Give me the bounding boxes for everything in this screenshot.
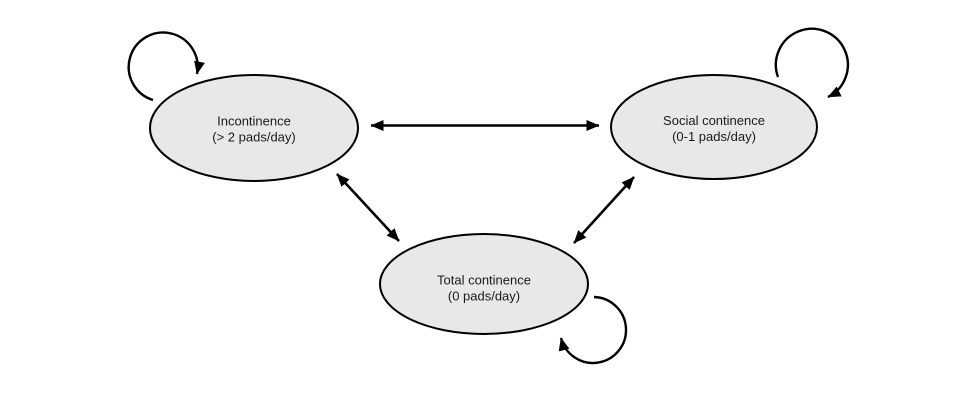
self-loop-total-arrow [558, 295, 628, 365]
total-continence-label-line2: (0 pads/day) [448, 289, 520, 304]
self-loop-incontinence-arrow [127, 31, 205, 102]
total-continence-label-line1: Total continence [437, 273, 531, 288]
social-continence-ellipse [610, 74, 818, 180]
incontinence-ellipse [149, 74, 359, 182]
state-node-total-continence: Total continence (0 pads/day) [379, 233, 589, 335]
edge-incontinence-total-arrow [336, 173, 400, 242]
self-loop-social-arrow [774, 27, 850, 99]
state-node-social-continence: Social continence (0-1 pads/day) [610, 74, 818, 180]
incontinence-label-line1: Incontinence [217, 114, 291, 129]
edge-social-total-arrow [573, 176, 635, 244]
total-continence-ellipse [379, 233, 589, 335]
social-continence-label-line2: (0-1 pads/day) [672, 129, 756, 144]
incontinence-label-line2: (> 2 pads/day) [212, 130, 295, 145]
state-node-incontinence: Incontinence (> 2 pads/day) [149, 74, 359, 182]
social-continence-label-line1: Social continence [663, 113, 765, 128]
